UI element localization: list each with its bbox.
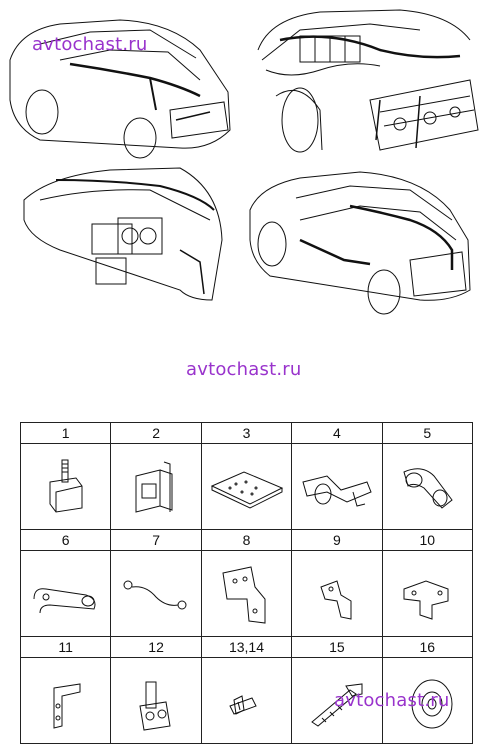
part-cell <box>110 657 202 744</box>
parts-image-row <box>19 550 474 637</box>
small-bracket-icon <box>320 579 352 620</box>
car-front-view-illustration <box>249 171 471 315</box>
parts-table: 1 2 3 4 5 <box>19 422 474 744</box>
parts-label-row: 6 7 8 9 10 <box>19 529 474 551</box>
part-cell <box>110 443 202 530</box>
part-number: 13,14 <box>200 636 293 658</box>
stud-bracket-icon <box>49 459 83 513</box>
double-clip-icon <box>139 681 171 731</box>
car-rear-view-illustration <box>9 19 231 159</box>
angle-bracket-icon <box>403 579 449 620</box>
part-number: 3 <box>200 422 293 444</box>
cable-clamp-icon <box>33 587 96 613</box>
parts-label-row: 11 12 13,14 15 16 <box>19 636 474 658</box>
part-cell <box>200 657 293 744</box>
part-number: 4 <box>291 422 383 444</box>
part-cell <box>200 550 293 637</box>
bolt-icon <box>229 694 258 715</box>
parts-image-row <box>19 443 474 530</box>
part-cell <box>19 550 112 637</box>
engine-bay-illustration <box>257 9 479 153</box>
part-cell <box>19 443 112 530</box>
part-number: 9 <box>291 529 383 551</box>
part-number: 8 <box>200 529 293 551</box>
part-number: 10 <box>381 529 474 551</box>
watermark: avtochast.ru <box>32 34 148 55</box>
part-number: 2 <box>110 422 202 444</box>
part-number: 16 <box>381 636 474 658</box>
wiring-illustrations <box>9 9 479 315</box>
l-bracket-icon <box>53 682 81 729</box>
cable-tie-icon <box>311 682 363 727</box>
part-cell <box>291 550 383 637</box>
horn-icon <box>411 679 453 728</box>
parts-label-row: 1 2 3 4 5 <box>19 422 474 444</box>
parts-image-row <box>19 657 474 744</box>
part-number: 5 <box>381 422 474 444</box>
part-cell <box>291 657 383 744</box>
part-cell <box>291 443 383 530</box>
foam-pad-icon <box>211 470 284 509</box>
watermark: avtochast.ru <box>334 690 450 711</box>
part-cell <box>381 550 474 637</box>
ground-strap-icon <box>123 580 187 609</box>
part-number: 15 <box>291 636 383 658</box>
part-cell <box>200 443 293 530</box>
grommet-clip-icon <box>403 467 453 509</box>
part-cell <box>19 657 112 744</box>
dashboard-illustration <box>23 167 223 301</box>
watermark: avtochast.ru <box>186 359 302 380</box>
part-number: 11 <box>19 636 112 658</box>
mounting-plate-icon <box>222 565 266 624</box>
harness-clip-icon <box>302 474 372 507</box>
part-number: 12 <box>110 636 202 658</box>
part-cell <box>381 443 474 530</box>
part-number: 6 <box>19 529 112 551</box>
part-cell <box>381 657 474 744</box>
part-number: 1 <box>19 422 112 444</box>
part-number: 7 <box>110 529 202 551</box>
box-bracket-icon <box>135 461 173 513</box>
part-cell <box>110 550 202 637</box>
